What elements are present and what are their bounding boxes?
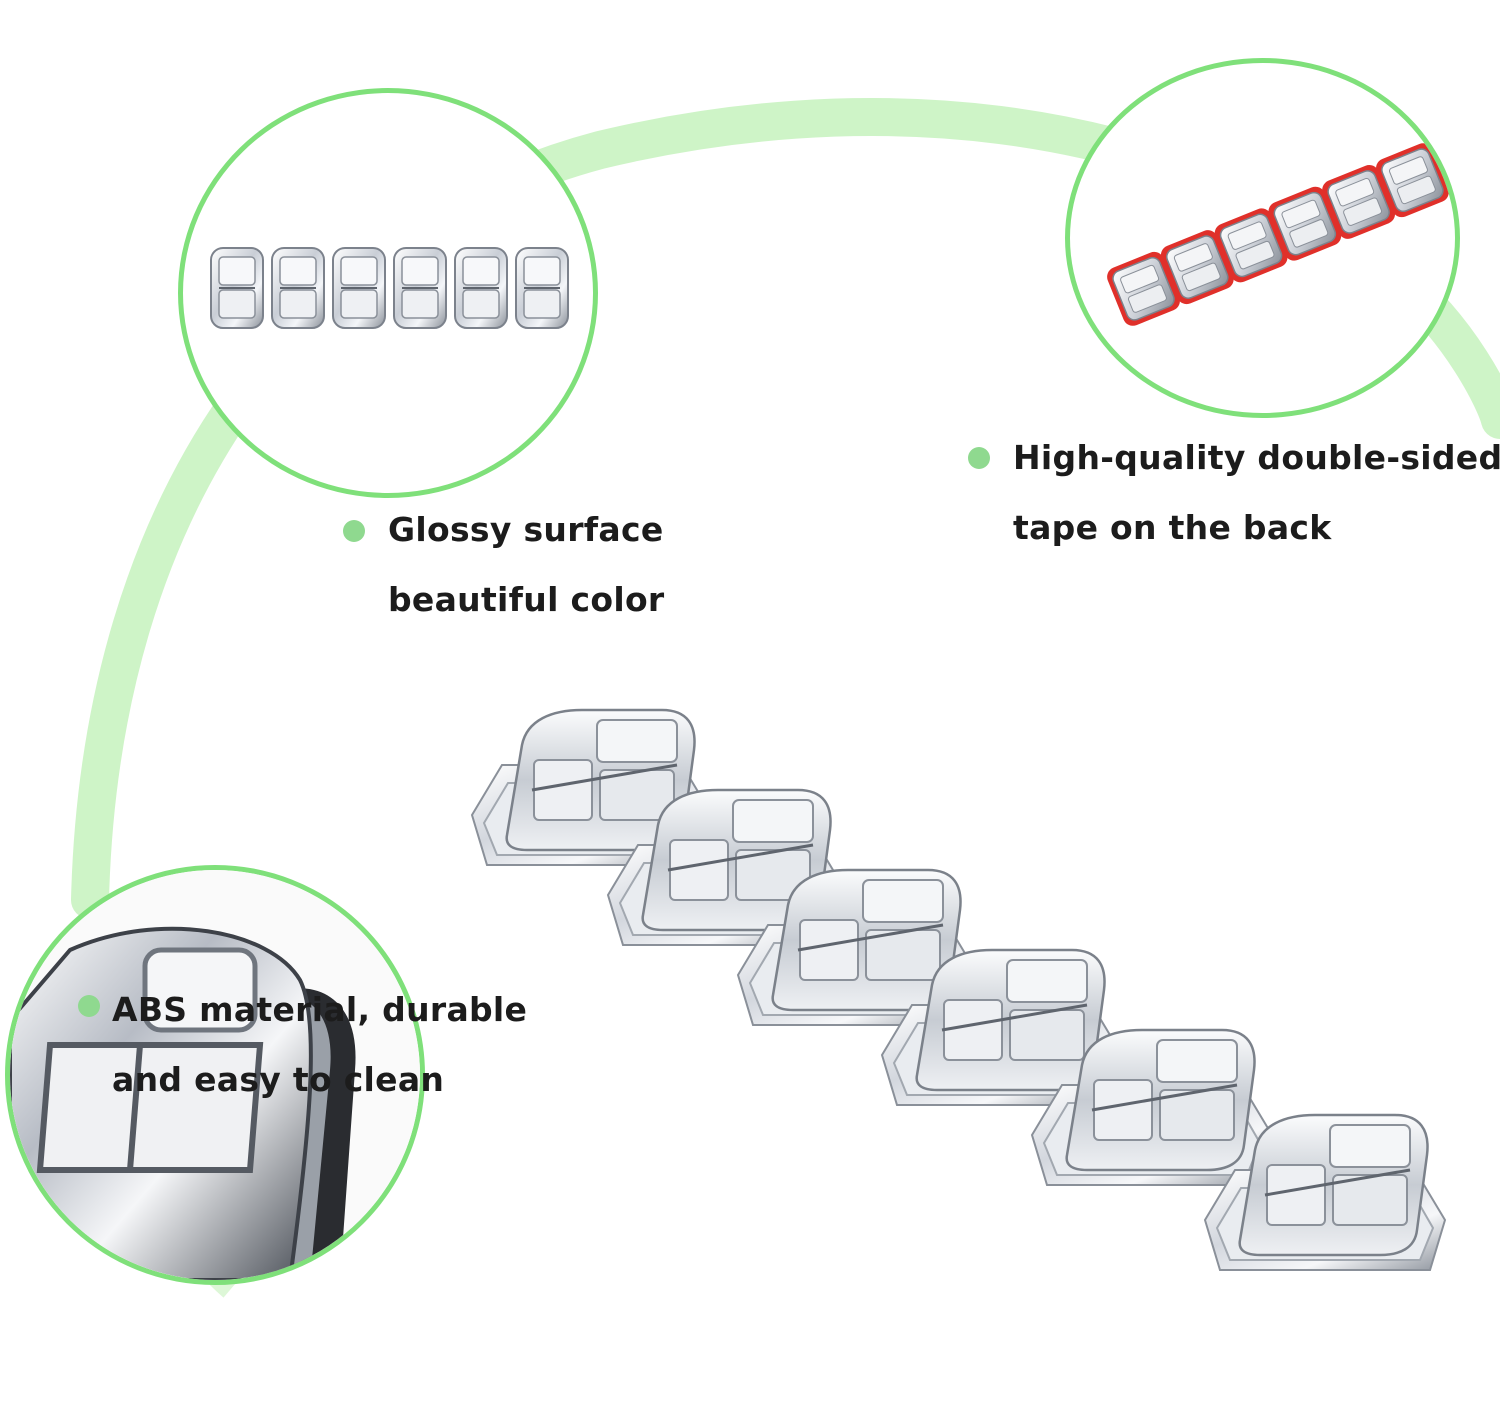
feature-glossy-line1: Glossy surface xyxy=(388,510,664,549)
feature-tape-line1: High-quality double-sided xyxy=(1013,438,1500,477)
feature-glossy-caption: Glossy surface beautiful color xyxy=(388,495,665,635)
feature-tape-line2: tape on the back xyxy=(1013,508,1332,547)
detail-circle-tape xyxy=(1065,58,1460,418)
bullet-dot-icon xyxy=(343,520,365,542)
bullet-dot-icon xyxy=(968,447,990,469)
feature-abs-line2: and easy to clean xyxy=(112,1060,445,1099)
feature-glossy-line2: beautiful color xyxy=(388,580,665,619)
feature-abs-caption: ABS material, durable and easy to clean xyxy=(112,975,527,1115)
bullet-dot-icon xyxy=(78,995,100,1017)
taped-covers-image xyxy=(1107,139,1453,326)
chrome-covers-row-image xyxy=(210,247,569,329)
feature-abs-line1: ABS material, durable xyxy=(112,990,528,1029)
detail-circle-glossy xyxy=(178,88,598,498)
feature-tape-caption: High-quality double-sided tape on the ba… xyxy=(1013,423,1500,563)
